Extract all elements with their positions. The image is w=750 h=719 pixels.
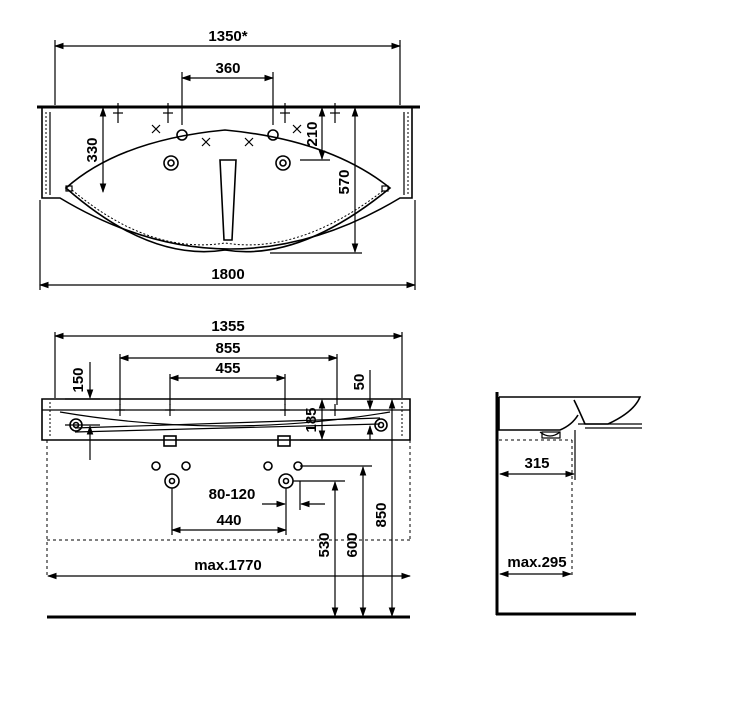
dim-1355-label: 1355 [211, 318, 244, 335]
tap-hole-right [267, 129, 279, 141]
top-view: 1350* 360 330 210 570 1800 [37, 28, 420, 290]
dim-330-label: 330 [84, 137, 101, 162]
dim-455-label: 455 [215, 360, 240, 377]
top-view-bowl-outline [64, 129, 392, 253]
dim-570-label: 570 [336, 169, 353, 194]
dim-360-label: 360 [215, 60, 240, 77]
top-view-basin-outline [41, 107, 413, 250]
dim-50-label: 50 [351, 374, 368, 391]
dim-850-label: 850 [373, 502, 390, 527]
front-view: 1355 855 455 150 50 185 80-120 [41, 318, 411, 619]
dim-150-label: 150 [70, 367, 87, 392]
overflow-hole-right [275, 155, 291, 171]
dim-80-120-label: 80-120 [209, 486, 256, 503]
dim-1800-label: 1800 [211, 266, 244, 283]
dim-185-label: 185 [303, 407, 320, 432]
dim-max-295-label: max.295 [507, 554, 566, 571]
dim-315-label: 315 [524, 455, 549, 472]
dim-210-label: 210 [304, 121, 321, 146]
dim-855-label: 855 [215, 340, 240, 357]
top-view-drain-channel [219, 159, 237, 241]
side-view: 315 max.295 [495, 392, 642, 616]
dim-max-1770-label: max.1770 [194, 557, 262, 574]
dim-1350-label: 1350* [208, 28, 247, 45]
dim-530-label: 530 [316, 532, 333, 557]
side-view-basin-profile [498, 396, 642, 431]
dim-600-label: 600 [344, 532, 361, 557]
dim-440-label: 440 [216, 512, 241, 529]
overflow-hole-left [163, 155, 179, 171]
tap-hole-left [176, 129, 188, 141]
front-view-basin-outline [41, 398, 411, 441]
